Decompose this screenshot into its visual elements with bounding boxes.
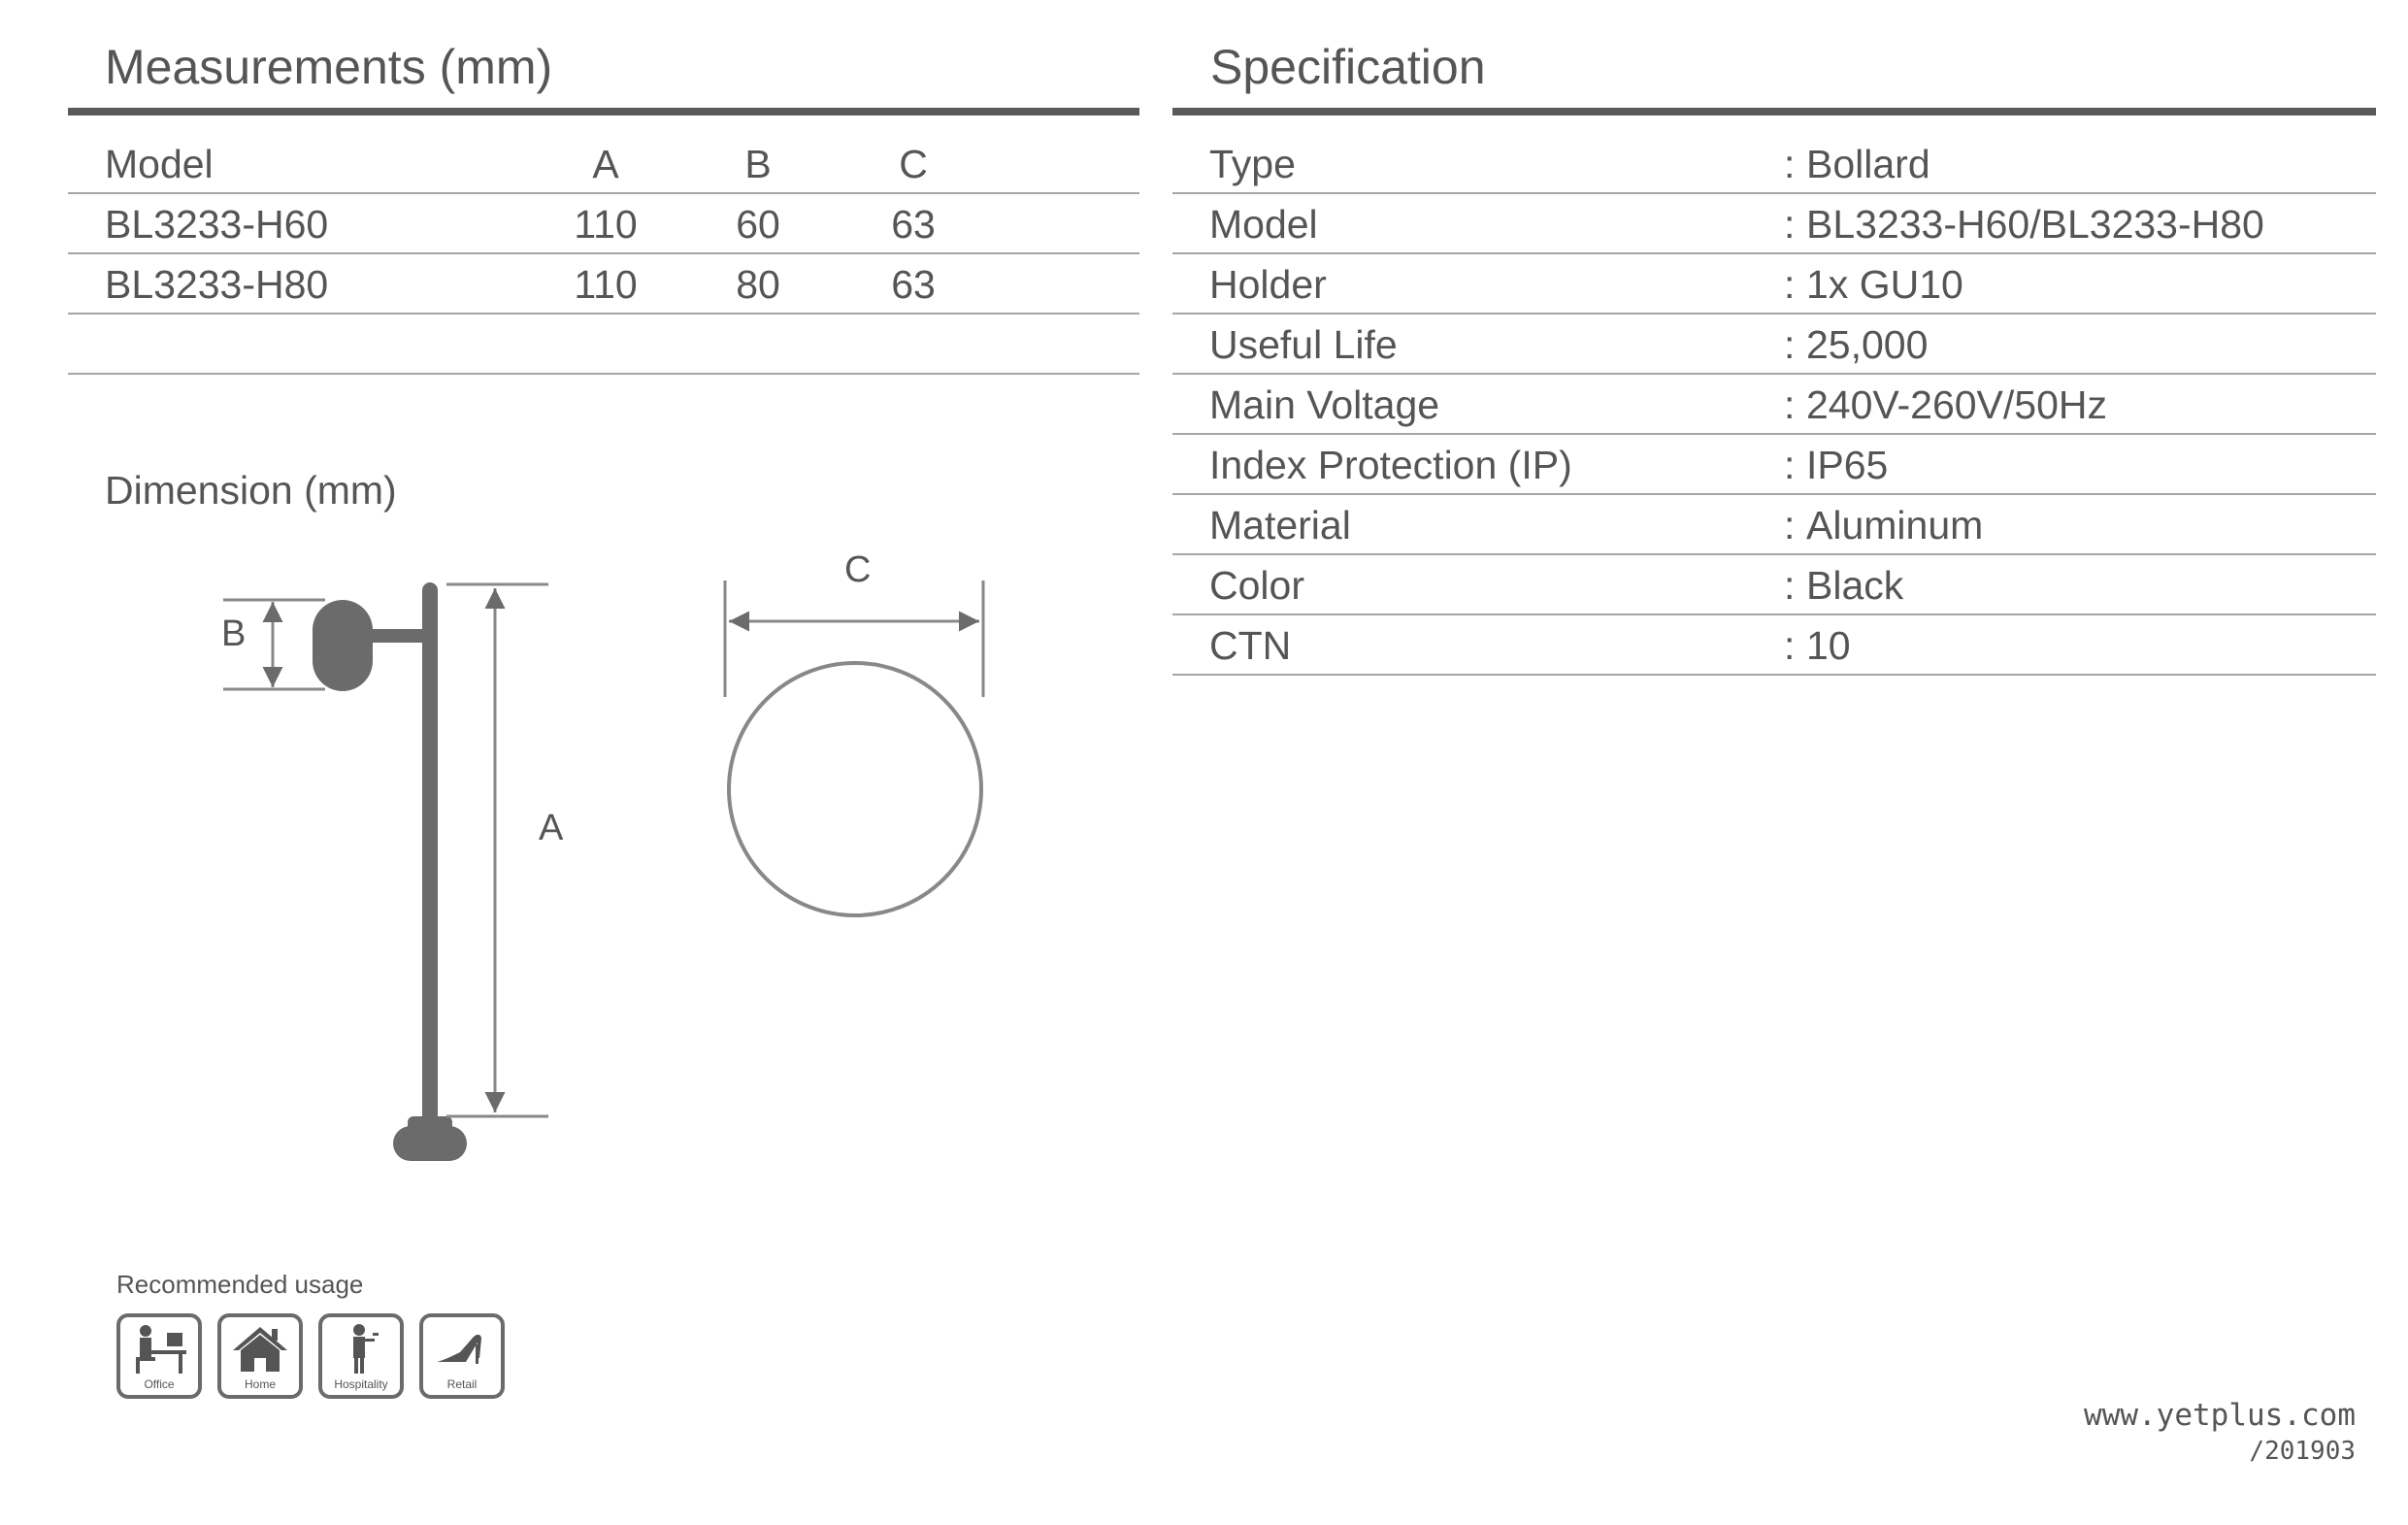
spec-separator: : xyxy=(1784,623,1796,668)
usage-title: Recommended usage xyxy=(116,1270,364,1299)
bollard-pole xyxy=(422,582,438,1126)
spec-value: IP65 xyxy=(1806,443,1889,487)
dim-c-label: C xyxy=(844,549,872,590)
spec-separator: : xyxy=(1784,142,1796,186)
spec-label: Model xyxy=(1209,202,1318,247)
spec-separator: : xyxy=(1784,202,1796,247)
spec-label: CTN xyxy=(1209,623,1292,668)
spec-value: Aluminum xyxy=(1806,503,1984,547)
dimension-drawing xyxy=(223,580,985,1161)
website-link[interactable]: www.yetplus.com xyxy=(2084,1398,2356,1433)
spec-value: 240V-260V/50Hz xyxy=(1806,382,2108,427)
spec-row-model: Model : BL3233-H60/BL3233-H80 xyxy=(1172,194,2376,254)
usage-retail: Retail xyxy=(419,1313,505,1399)
measurements-title: Measurements (mm) xyxy=(105,40,553,94)
usage-label: Retail xyxy=(446,1377,478,1391)
measurements-header-row: Model A B C xyxy=(68,134,1139,194)
dim-b-label: B xyxy=(221,613,247,654)
spec-value: 10 xyxy=(1806,623,1851,668)
dim-a-label: A xyxy=(539,808,564,848)
specification-rule xyxy=(1172,108,2376,116)
specification-table: Type : Bollard Model : BL3233-H60/BL3233… xyxy=(1172,134,2376,676)
spec-row-main-voltage: Main Voltage : 240V-260V/50Hz xyxy=(1172,375,2376,435)
spec-row-holder: Holder : 1x GU10 xyxy=(1172,254,2376,315)
spec-label: Useful Life xyxy=(1209,322,1398,367)
header-b: B xyxy=(744,142,772,186)
spec-row-ip: Index Protection (IP) : IP65 xyxy=(1172,435,2376,495)
spec-value: 25,000 xyxy=(1806,322,1929,367)
home-icon xyxy=(233,1327,287,1372)
document-code: /201903 xyxy=(2249,1437,2356,1466)
retail-icon xyxy=(437,1334,481,1364)
header-c: C xyxy=(899,142,928,186)
spec-label: Main Voltage xyxy=(1209,382,1440,427)
spec-separator: : xyxy=(1784,262,1796,307)
spec-value: Bollard xyxy=(1806,142,1930,186)
spec-label: Color xyxy=(1209,563,1304,608)
office-icon xyxy=(136,1325,186,1374)
spec-separator: : xyxy=(1784,443,1796,487)
spec-label: Index Protection (IP) xyxy=(1209,443,1572,487)
usage-home: Home xyxy=(217,1313,303,1399)
header-a: A xyxy=(592,142,619,186)
measurements-rule xyxy=(68,108,1139,116)
bollard-head xyxy=(313,600,373,691)
bollard-arm xyxy=(367,629,427,643)
cell-b: 80 xyxy=(736,262,780,307)
spec-row-color: Color : Black xyxy=(1172,555,2376,615)
cell-c: 63 xyxy=(891,202,936,247)
spec-label: Holder xyxy=(1209,262,1327,307)
measurements-table: Model A B C BL3233-H60 110 60 63 BL3233-… xyxy=(68,134,1139,375)
header-model: Model xyxy=(105,142,214,186)
spec-value: 1x GU10 xyxy=(1806,262,1963,307)
table-row: BL3233-H60 110 60 63 xyxy=(68,194,1139,254)
bollard-base xyxy=(393,1126,467,1161)
usage-hospitality: Hospitality xyxy=(318,1313,404,1399)
spec-value: Black xyxy=(1806,563,1904,608)
cell-model: BL3233-H80 xyxy=(105,262,329,307)
spec-row-useful-life: Useful Life : 25,000 xyxy=(1172,315,2376,375)
specification-title: Specification xyxy=(1210,40,1486,94)
table-row: BL3233-H80 110 80 63 xyxy=(68,254,1139,315)
dimension-title: Dimension (mm) xyxy=(105,468,397,513)
empty-row xyxy=(68,315,1139,375)
bollard-top-view xyxy=(727,661,983,917)
spec-label: Material xyxy=(1209,503,1351,547)
spec-row-ctn: CTN : 10 xyxy=(1172,615,2376,676)
usage-label: Office xyxy=(144,1377,175,1391)
hospitality-icon xyxy=(353,1324,379,1374)
cell-model: BL3233-H60 xyxy=(105,202,329,247)
spec-separator: : xyxy=(1784,382,1796,427)
cell-c: 63 xyxy=(891,262,936,307)
spec-separator: : xyxy=(1784,503,1796,547)
spec-separator: : xyxy=(1784,322,1796,367)
usage-label: Home xyxy=(244,1377,276,1391)
spec-row-material: Material : Aluminum xyxy=(1172,495,2376,555)
cell-a: 110 xyxy=(574,202,638,247)
usage-office: Office xyxy=(116,1313,202,1399)
spec-separator: : xyxy=(1784,563,1796,608)
spec-row-type: Type : Bollard xyxy=(1172,134,2376,194)
usage-label: Hospitality xyxy=(334,1377,388,1391)
spec-value: BL3233-H60/BL3233-H80 xyxy=(1806,202,2264,247)
cell-a: 110 xyxy=(574,262,638,307)
spec-label: Type xyxy=(1209,142,1296,186)
cell-b: 60 xyxy=(736,202,780,247)
